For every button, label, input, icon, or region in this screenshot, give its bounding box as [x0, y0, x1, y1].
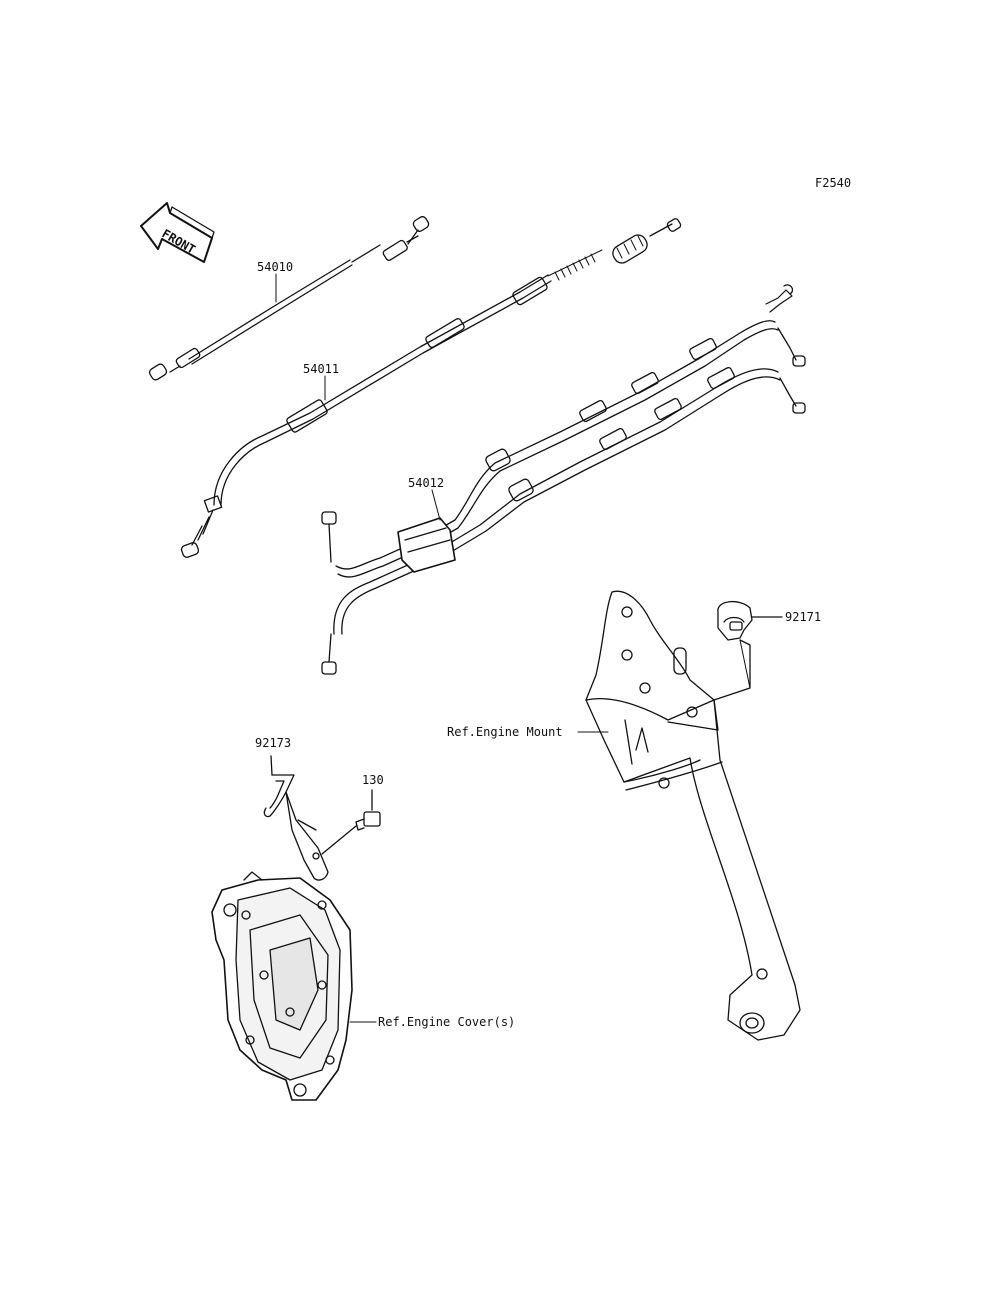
part-number-130: 130 [362, 773, 384, 787]
clamp-92171 [717, 601, 783, 641]
ref-engine-mount-label: Ref.Engine Mount [447, 725, 563, 739]
diagram-code: F2540 [815, 176, 852, 190]
part-number-92171: 92171 [785, 610, 822, 624]
engine-mount [585, 590, 801, 1041]
part-number-54012: 54012 [408, 476, 445, 490]
part-number-54011: 54011 [303, 362, 340, 376]
bolt-130 [321, 789, 381, 855]
bracket-92173 [263, 755, 329, 881]
cable-54012 [321, 284, 806, 675]
part-number-92173: 92173 [255, 736, 292, 750]
ref-engine-cover-label: Ref.Engine Cover(s) [378, 1015, 516, 1029]
cable-54011 [180, 218, 682, 558]
cable-54010 [148, 216, 430, 381]
engine-cover [211, 871, 353, 1101]
leader-lines [275, 273, 751, 1023]
front-arrow-icon: FRONT [140, 202, 215, 263]
part-number-54010: 54010 [257, 260, 294, 274]
